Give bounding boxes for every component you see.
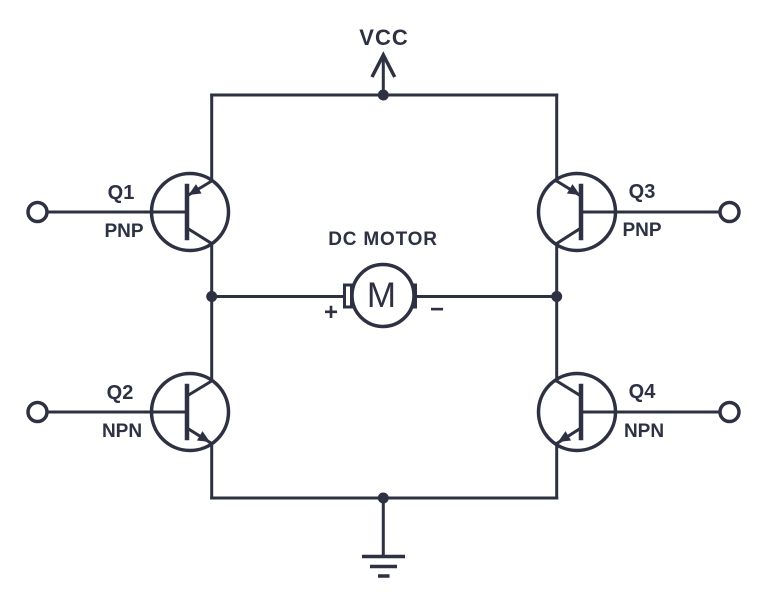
q4-collector-lead [554,378,584,399]
q3-base-terminal-circle [718,200,741,224]
vcc-supply: VCC [359,25,408,97]
q4-base-terminal-circle [718,400,741,424]
motor-plus-sign: + [324,299,338,326]
up-arrow-icon [370,51,397,78]
q2-collector-lead [184,378,214,399]
q1-name-label: Q1 [108,182,135,204]
q1-type-label: PNP [104,221,143,242]
q3-collector-lead [554,225,584,246]
q1-emitter-arrow-icon [188,184,202,195]
vcc-label: VCC [359,25,408,50]
dc-motor: DC MOTOR M + − [324,229,444,329]
q2-base-terminal-circle [26,400,49,424]
junction-dot-ground [377,492,389,504]
ground-icon [362,496,405,578]
q4-type-label: NPN [624,421,664,442]
junction-dot-right [551,291,563,302]
transistor-q1: Q1 PNP [26,171,231,253]
junction-dot-left [206,291,218,302]
transistor-q3: Q3 PNP [536,171,741,253]
q4-name-label: Q4 [629,381,657,403]
q3-name-label: Q3 [629,181,656,203]
q4-emitter-arrow-icon [558,431,572,442]
transistor-q4: Q4 NPN [536,371,741,453]
motor-minus-sign: − [430,296,444,323]
motor-body-circle [350,262,416,329]
q3-body-circle [536,171,618,253]
motor-label: DC MOTOR [328,229,438,250]
q1-collector-lead [184,225,214,246]
q1-base-terminal-circle [26,200,49,224]
q1-body-circle [149,171,231,253]
motor-letter: M [367,276,396,315]
q2-body-circle [149,371,231,453]
q2-emitter-arrow-icon [196,431,210,442]
q2-type-label: NPN [102,421,142,442]
q3-type-label: PNP [622,220,661,241]
q3-emitter-arrow-icon [566,184,580,195]
q2-name-label: Q2 [107,382,134,404]
junction-dot-vcc [377,89,389,101]
transistor-q2: Q2 NPN [26,371,231,453]
q4-body-circle [536,371,618,453]
